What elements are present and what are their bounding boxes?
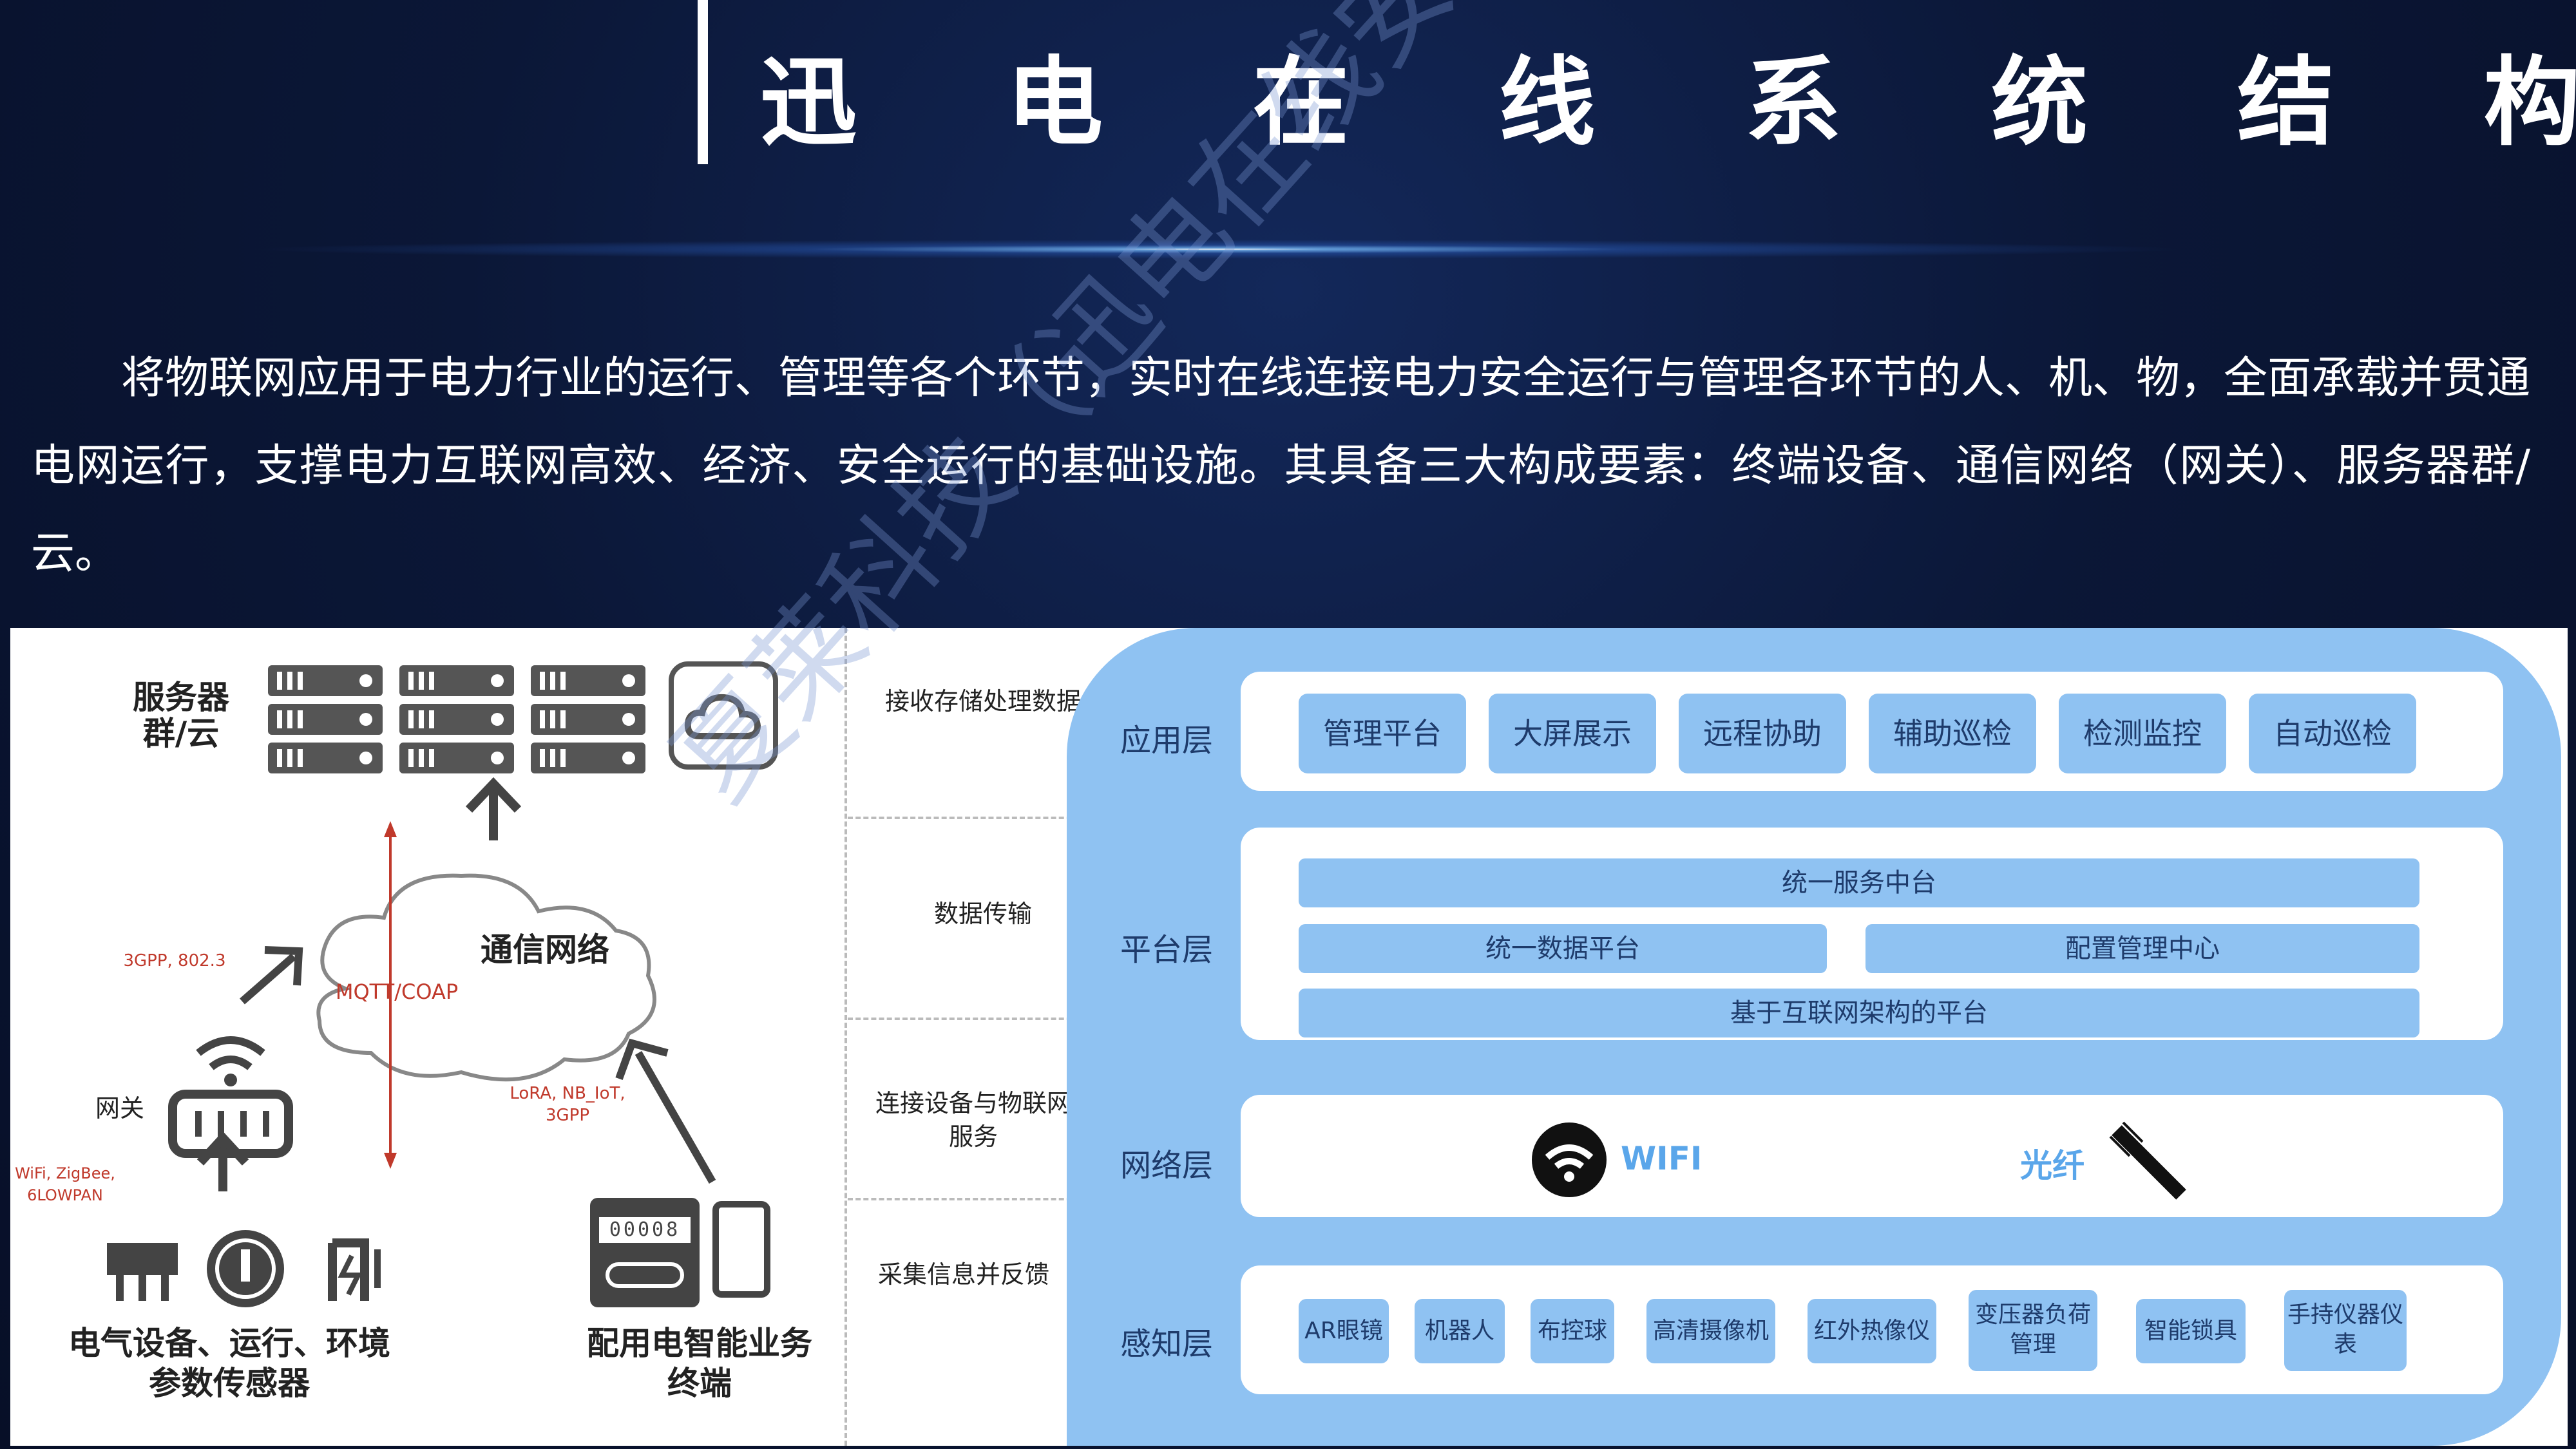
network-layer-box — [1241, 1095, 2503, 1217]
title-glow-divider — [245, 240, 2190, 259]
cloud-icon — [669, 661, 778, 770]
diagram-panel: 服务器 群/云 — [10, 628, 2568, 1446]
layer-label-network: 网络层 — [1120, 1148, 1213, 1184]
server-icon — [399, 704, 514, 735]
page-title: 迅 电 在 线 系 统 结 构 — [760, 47, 2576, 159]
gateway-label: 网关 — [95, 1094, 144, 1122]
topology-lines — [196, 777, 716, 1191]
app-chip: 远程协助 — [1679, 694, 1846, 773]
server-icon — [268, 743, 383, 773]
meter-digits: 00008 — [599, 1217, 691, 1243]
router-icon — [168, 1036, 293, 1158]
terminal-label: 配用电智能业务 终端 — [587, 1325, 812, 1402]
server-icon — [268, 704, 383, 735]
wifi-icon — [1532, 1122, 1607, 1197]
platform-bar-data: 统一数据平台 — [1299, 924, 1827, 973]
server-icon — [531, 704, 645, 735]
sense-chip: 手持仪器仪表 — [2284, 1290, 2407, 1371]
intro-paragraph: 将物联网应用于电力行业的运行、管理等各个环节，实时在线连接电力安全运行与管理各环… — [31, 353, 2531, 579]
sense-chip: AR眼镜 — [1299, 1299, 1389, 1363]
sense-chip: 智能锁具 — [2136, 1299, 2246, 1363]
network-label: 通信网络 — [481, 931, 609, 969]
tablet-icon — [712, 1201, 770, 1298]
app-chip: 管理平台 — [1299, 694, 1466, 773]
app-chip: 大屏展示 — [1489, 694, 1656, 773]
platform-bar-service: 统一服务中台 — [1299, 858, 2419, 907]
sense-chip: 变压器负荷管理 — [1969, 1290, 2097, 1371]
function-label-collect: 采集信息并反馈 — [877, 1260, 1049, 1289]
title-accent-bar — [698, 0, 708, 164]
server-icon — [531, 665, 645, 696]
sense-chip: 红外热像仪 — [1808, 1299, 1936, 1363]
app-chip: 检测监控 — [2059, 694, 2226, 773]
app-chip: 自动巡检 — [2249, 694, 2416, 773]
protocol-3gpp-label: 3GPP, 802.3 — [123, 951, 226, 971]
platform-bar-internet: 基于互联网架构的平台 — [1299, 989, 2419, 1037]
iot-topology: 服务器 群/云 — [10, 628, 1067, 1446]
dashed-separator — [844, 628, 847, 1446]
app-chip: 辅助巡检 — [1869, 694, 2036, 773]
protocol-lora-label: LoRA, NB_IoT, 3GPP — [510, 1084, 625, 1125]
layer-label-app: 应用层 — [1120, 723, 1213, 759]
platform-bar-config: 配置管理中心 — [1865, 924, 2419, 973]
wifi-label: WIFI — [1621, 1140, 1703, 1177]
protocol-mqtt-label: MQTT/COAP — [335, 980, 459, 1004]
dashed-row-separator — [848, 1018, 1080, 1020]
server-icon — [268, 665, 383, 696]
function-label-transfer: 数据传输 — [933, 900, 1032, 928]
function-label-process: 接收存储处理数据 — [884, 687, 1081, 715]
sensor-label: 电气设备、运行、环境 参数传感器 — [68, 1325, 390, 1402]
server-cloud-label: 服务器 群/云 — [133, 679, 229, 752]
function-label-connect: 连接设备与物联网服务 — [875, 1089, 1071, 1151]
sense-chip: 机器人 — [1415, 1299, 1505, 1363]
layer-label-sense: 感知层 — [1120, 1326, 1213, 1362]
dashed-row-separator — [848, 817, 1080, 819]
sensor-icons — [107, 1230, 381, 1307]
layer-label-platform: 平台层 — [1120, 932, 1213, 968]
sense-chip: 高清摄像机 — [1646, 1299, 1775, 1363]
server-icon — [399, 665, 514, 696]
sense-chip: 布控球 — [1531, 1299, 1614, 1363]
fiber-cable-icon — [2109, 1121, 2186, 1200]
dashed-row-separator — [848, 1198, 1080, 1200]
fiber-label: 光纤 — [2020, 1147, 2085, 1184]
smart-meter-icon: 00008 — [590, 1198, 700, 1307]
server-icon — [399, 743, 514, 773]
server-icon — [531, 743, 645, 773]
protocol-wifi-label: WiFi, ZigBee, 6LOWPAN — [15, 1164, 115, 1204]
